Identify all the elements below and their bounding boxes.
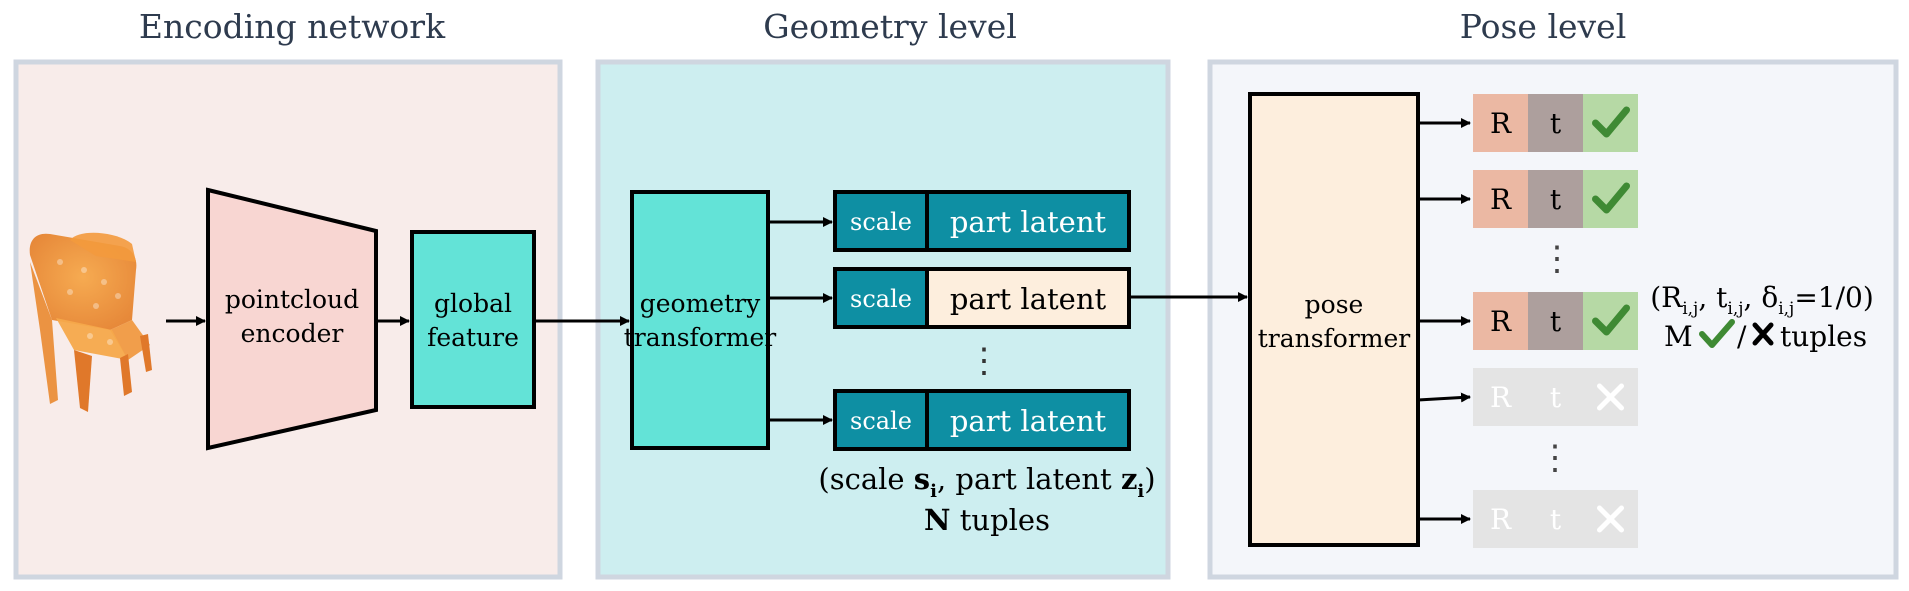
scale-label: scale (850, 407, 912, 435)
pose-caption-m: M (1664, 320, 1693, 353)
translation-label: t (1550, 305, 1562, 338)
pose-ellipsis-invalid: ⋮ (1538, 438, 1572, 478)
geometry-ellipsis: ⋮ (967, 341, 1001, 381)
global-feature-block (410, 230, 536, 409)
feature-label-line2: feature (427, 323, 519, 352)
cross-icon (1597, 505, 1624, 533)
translation-label: t (1550, 381, 1562, 414)
check-icon (1592, 182, 1630, 214)
rotation-cell (1473, 368, 1528, 426)
pose-caption-line1: (Ri,j, ti,j, δi,j=1/0) (1650, 281, 1874, 319)
encoding-panel-title: Encoding network (139, 7, 446, 46)
part-latent-label: part latent (950, 404, 1107, 438)
rotation-label: R (1490, 381, 1512, 414)
scale-label: scale (850, 285, 912, 313)
check-icon (1699, 319, 1735, 348)
scale-box (833, 190, 929, 252)
cross-icon (1752, 322, 1774, 346)
pose-ellipsis-valid: ⋮ (1540, 239, 1574, 279)
geometry-transformer-label-line1: geometry (640, 289, 761, 318)
pose-caption-tuples: tuples (1780, 320, 1867, 353)
part-latent-label: part latent (950, 282, 1107, 316)
part-latent-box (925, 190, 1131, 252)
scale-latent-tuple-n: scale part latent (833, 389, 1131, 451)
geometry-transformer-label-line2: transformer (624, 323, 777, 352)
pose-transformer-block (1248, 92, 1420, 547)
translation-cell (1528, 94, 1583, 152)
check-icon (1592, 304, 1630, 336)
encoder-label-line2: encoder (241, 319, 344, 348)
scale-box (833, 267, 929, 329)
rotation-label: R (1490, 305, 1512, 338)
translation-cell (1528, 490, 1583, 548)
rotation-cell (1473, 94, 1528, 152)
validity-cell (1583, 94, 1638, 152)
scale-latent-tuple-2: scale part latent (833, 267, 1131, 329)
geometry-caption-line2: N tuples (924, 503, 1050, 537)
rotation-cell (1473, 170, 1528, 228)
pointcloud-chair-image (29, 232, 152, 412)
geometry-caption-line1: (scale si, part latent zi) (818, 462, 1155, 502)
translation-label: t (1550, 503, 1562, 536)
translation-cell (1528, 368, 1583, 426)
translation-cell (1528, 292, 1583, 350)
validity-cell (1583, 292, 1638, 350)
pose-transformer-label-line1: pose (1305, 290, 1364, 319)
cross-icon (1597, 383, 1624, 411)
feature-label-line1: global (434, 289, 512, 318)
pose-transformer-label-line2: transformer (1258, 324, 1411, 353)
part-latent-label: part latent (950, 205, 1107, 239)
scale-latent-tuple-1: scale part latent (833, 190, 1131, 252)
translation-label: t (1550, 183, 1562, 216)
encoder-label-line1: pointcloud (225, 285, 359, 314)
arrow-to-pose-tuple (1417, 392, 1471, 403)
pointcloud-encoder-block (206, 187, 378, 451)
translation-cell (1528, 170, 1583, 228)
pose-caption-slash: / (1737, 320, 1747, 353)
validity-cell (1583, 170, 1638, 228)
part-latent-box (925, 389, 1131, 451)
check-icon (1592, 106, 1630, 138)
scale-label: scale (850, 208, 912, 236)
rotation-label: R (1490, 183, 1512, 216)
geometry-transformer-block (630, 190, 770, 450)
pose-caption-line2: M / tuples (1664, 319, 1867, 353)
scale-box (833, 389, 929, 451)
part-latent-box-highlighted (925, 267, 1131, 329)
rotation-cell (1473, 490, 1528, 548)
geometry-panel-title: Geometry level (763, 7, 1017, 46)
translation-label: t (1550, 107, 1562, 140)
pose-panel-title: Pose level (1460, 7, 1627, 46)
rotation-label: R (1490, 503, 1512, 536)
rotation-label: R (1490, 107, 1512, 140)
rotation-cell (1473, 292, 1528, 350)
